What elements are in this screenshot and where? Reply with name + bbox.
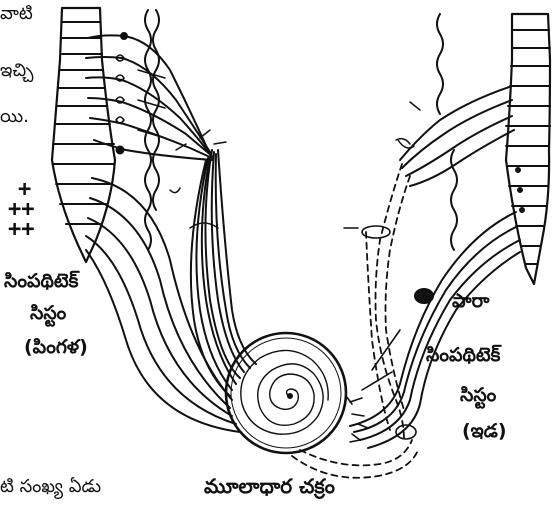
left-nerve-bundle [86, 130, 256, 432]
left-spinal-column [52, 8, 115, 262]
right-system-label-line4: (ఇడ) [462, 420, 507, 447]
right-system-label-line1: పారా [452, 290, 489, 317]
fragment-bottom-left: టి సంఖ్య ఏడు [0, 476, 101, 501]
left-system-label-line1: సింపథిటెక్ [4, 270, 78, 297]
fragment-top-left-1: వాటి [0, 3, 33, 28]
right-nerve-rings [344, 139, 416, 439]
right-system-label-line2: సింపథిటెక్ [426, 344, 500, 371]
left-system-label-line2: సిస్టం [30, 302, 66, 329]
right-dashed-nerves [292, 164, 418, 478]
nerve-arrows [346, 396, 368, 442]
plus-mark-3: ++ [8, 220, 35, 240]
muladhara-chakra-disc [226, 333, 346, 453]
fragment-top-left-3: యి. [0, 106, 29, 131]
fragment-top-left-2: ఇచ్చి [0, 60, 33, 85]
muladhara-chakra-label: మూలాధార చక్రం [204, 474, 335, 503]
left-system-label-line3: (పింగళ) [24, 336, 88, 363]
right-system-label-line3: సిస్టం [460, 384, 496, 411]
plus-marks: + ++ ++ [8, 180, 35, 240]
